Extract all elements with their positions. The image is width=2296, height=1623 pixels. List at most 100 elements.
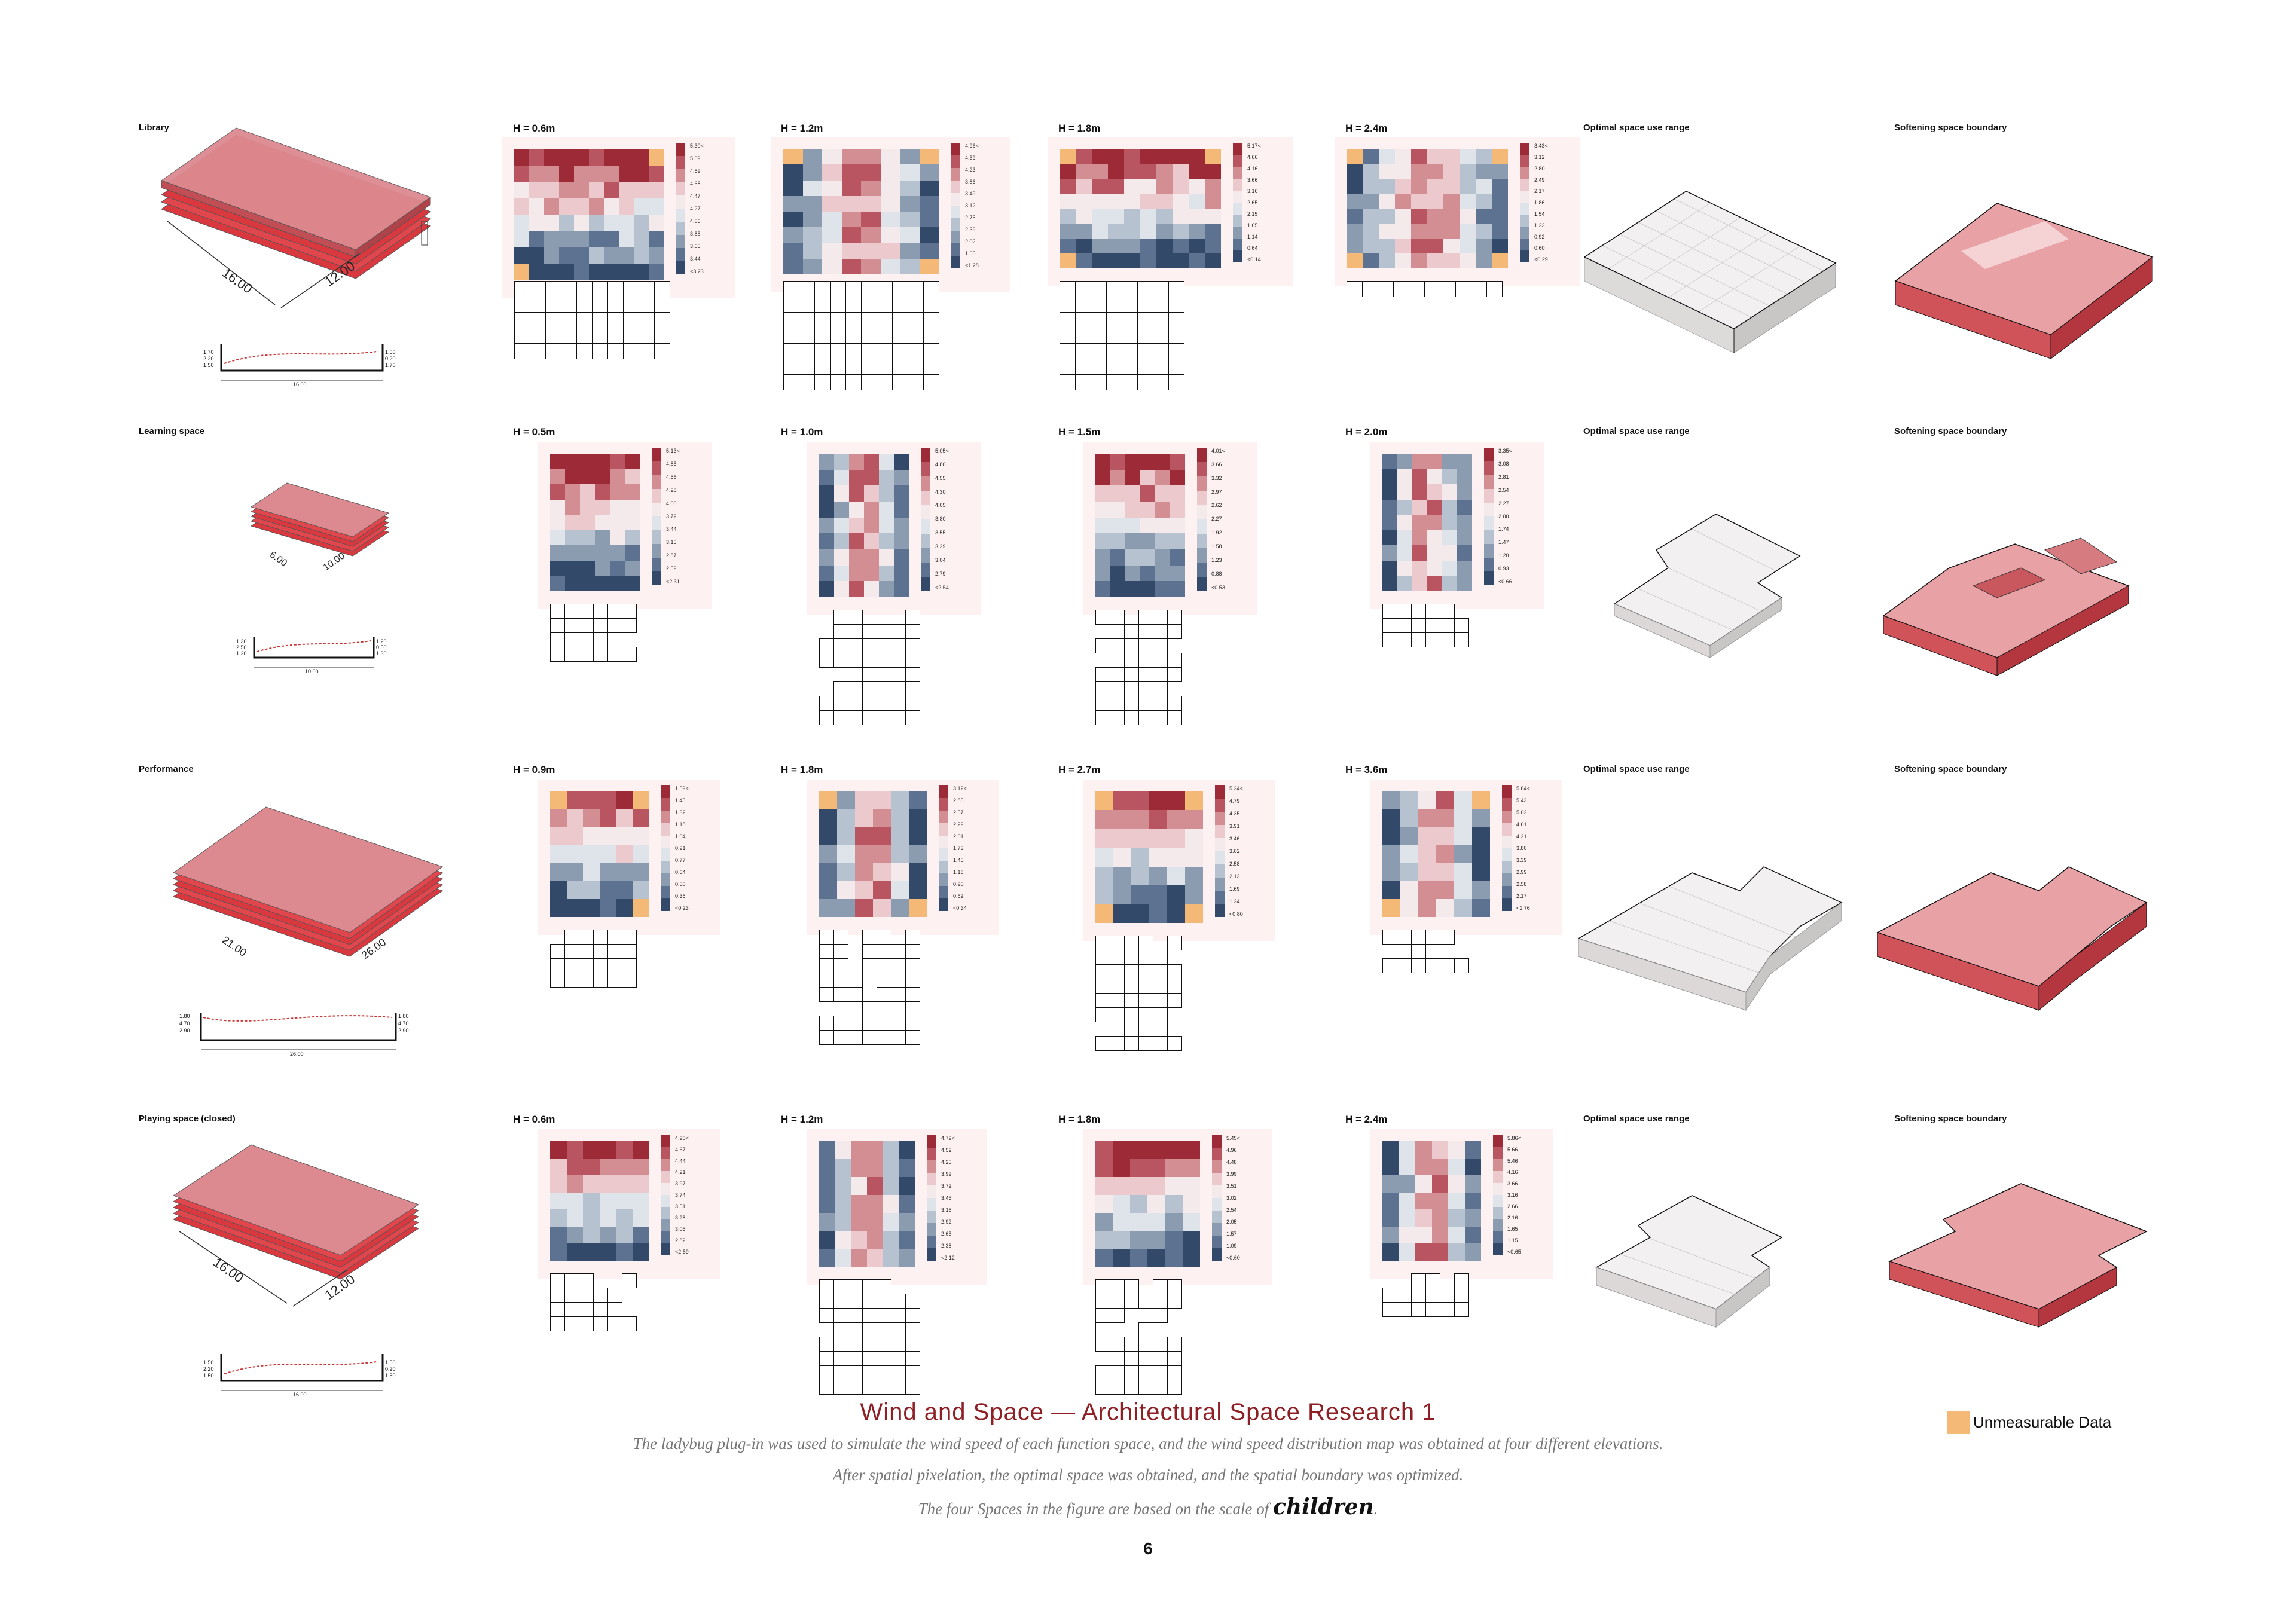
pixel-cell [1138, 1365, 1153, 1380]
heat-cell [851, 1159, 867, 1177]
legend-swatch [676, 235, 685, 248]
dim-label: 0.20 [385, 1366, 396, 1372]
heat-cell [1395, 209, 1411, 224]
pixel-cell [1167, 1337, 1182, 1352]
heat-cell [514, 165, 529, 182]
pixel-cell [848, 610, 863, 625]
heat-cell [583, 1226, 600, 1244]
heat-cell [894, 501, 909, 518]
heat-cell [894, 581, 909, 597]
heat-cell [1427, 545, 1442, 561]
heat-cell [851, 1213, 867, 1231]
pixelated-space-grid [1382, 604, 1469, 647]
pixel-cell [908, 281, 924, 297]
heat-cell [1382, 791, 1400, 809]
heat-cell [1411, 239, 1427, 253]
pixel-cell [783, 343, 799, 359]
legend-colorbar [927, 1135, 936, 1261]
heat-cell [1379, 149, 1395, 164]
legend-value: 2.59 [666, 566, 677, 572]
legend-swatch [676, 169, 685, 182]
pixel-cell [905, 681, 920, 696]
heat-cell [1170, 533, 1185, 549]
pixel-cell [530, 297, 546, 313]
legend-value: 2.00 [1498, 513, 1509, 519]
heat-cell [837, 899, 855, 917]
legend-value: 3.99 [1226, 1171, 1237, 1177]
pixel-cell [1168, 312, 1184, 328]
heat-cell [819, 827, 837, 845]
wind-heatmap [550, 454, 640, 591]
heat-cell [879, 581, 894, 597]
dim-label: 2.20 [203, 1366, 214, 1372]
heat-cell [1095, 1195, 1113, 1213]
pixel-cell [514, 343, 530, 359]
legend-swatch [1197, 448, 1207, 462]
heat-cell [1155, 454, 1170, 470]
heat-cell [632, 881, 649, 899]
legend-swatch [921, 476, 930, 491]
pixel-cell [622, 647, 637, 662]
heat-cell [595, 469, 610, 485]
heat-cell [559, 182, 574, 198]
pixel-cell [891, 944, 906, 959]
pixel-cell [1095, 681, 1110, 696]
heat-cell [1155, 565, 1170, 582]
legend-value: 4.06 [690, 218, 701, 224]
pixel-cell [593, 930, 608, 945]
legend-value: 2.65 [1247, 200, 1258, 206]
legend-swatch [939, 811, 948, 823]
heat-cell [1411, 224, 1427, 239]
heat-cell [599, 1192, 616, 1210]
heat-cell [1170, 581, 1185, 597]
pixel-cell [1425, 1273, 1440, 1288]
heat-cell [1173, 164, 1189, 179]
legend-value: <0.65 [1507, 1249, 1521, 1255]
heat-cell [894, 565, 909, 582]
heat-cell [1382, 469, 1397, 485]
heat-cell [849, 533, 864, 549]
heat-cell [565, 530, 580, 546]
playing-section: 1.50 2.20 1.50 1.50 0.20 1.50 16.00 [203, 1351, 407, 1399]
heat-cell [1110, 469, 1125, 486]
heat-cell [1460, 164, 1476, 179]
heat-cell [1189, 149, 1205, 164]
pixel-cell [848, 638, 863, 653]
legend-value: 3.72 [666, 513, 677, 519]
heat-cell [1472, 809, 1490, 827]
pixelated-space-grid [1095, 936, 1182, 1051]
legend-swatch [1212, 1223, 1222, 1236]
legend-value: 4.44 [675, 1158, 686, 1164]
heat-cell [1113, 885, 1131, 904]
height-label: H = 1.2m [781, 123, 823, 134]
pixel-cell [819, 1016, 834, 1031]
legend-swatch [1197, 563, 1207, 577]
pixel-cell [1124, 653, 1139, 668]
legend-colorbar [951, 143, 960, 268]
legend-value: 3.65 [690, 243, 701, 249]
legend-swatch [1484, 544, 1494, 558]
heat-cell [1397, 576, 1412, 591]
legend-value: 4.25 [941, 1159, 952, 1165]
heat-cell [610, 484, 625, 500]
heat-cell [894, 517, 909, 534]
pixel-cell [819, 1279, 834, 1294]
pixel-cell [1124, 681, 1139, 696]
legend-value: 4.90< [675, 1135, 689, 1141]
pixel-cell [923, 328, 939, 344]
pixel-cell [579, 1273, 594, 1288]
heat-cell [550, 1209, 567, 1227]
pixel-cell [862, 930, 877, 945]
heat-cell [514, 215, 529, 231]
pixel-cell [593, 1288, 608, 1303]
heat-cell [1382, 1158, 1399, 1176]
pixel-cell [862, 681, 877, 696]
legend-value: 4.61 [1516, 821, 1527, 827]
legend-value: 0.50 [675, 881, 686, 887]
heat-cell [625, 499, 640, 515]
height-label: H = 1.8m [1058, 1114, 1101, 1125]
heat-cell [1095, 581, 1110, 597]
performance-iso-model: 21.00 26.00 [167, 795, 454, 992]
heat-cell [1167, 810, 1185, 829]
heat-cell [1131, 885, 1149, 904]
